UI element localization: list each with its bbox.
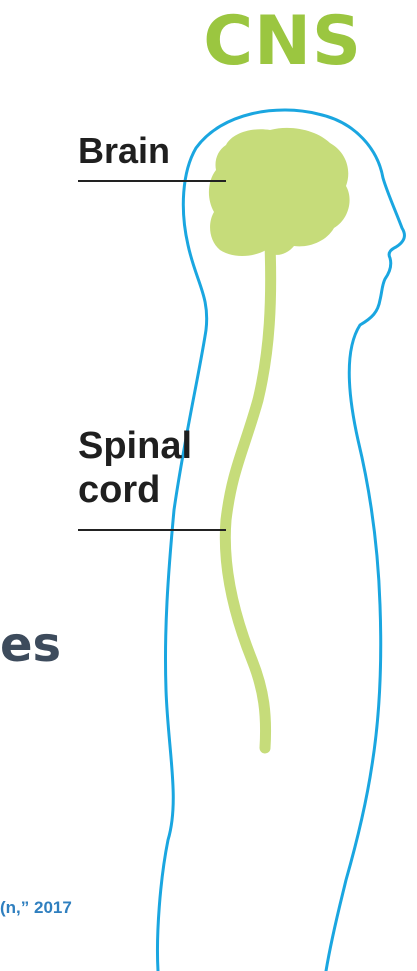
label-brain: Brain [78, 131, 170, 171]
cropped-citation-fragment: n,” 2017) [0, 897, 133, 919]
cropped-heading-fragment: es [0, 617, 70, 673]
label-spinal-cord-line2: cord [78, 468, 192, 512]
label-spinal-cord: Spinal cord [78, 424, 192, 512]
spinal-cord [225, 244, 270, 748]
label-spinal-cord-line1: Spinal [78, 424, 192, 468]
brain-shape [209, 128, 350, 256]
